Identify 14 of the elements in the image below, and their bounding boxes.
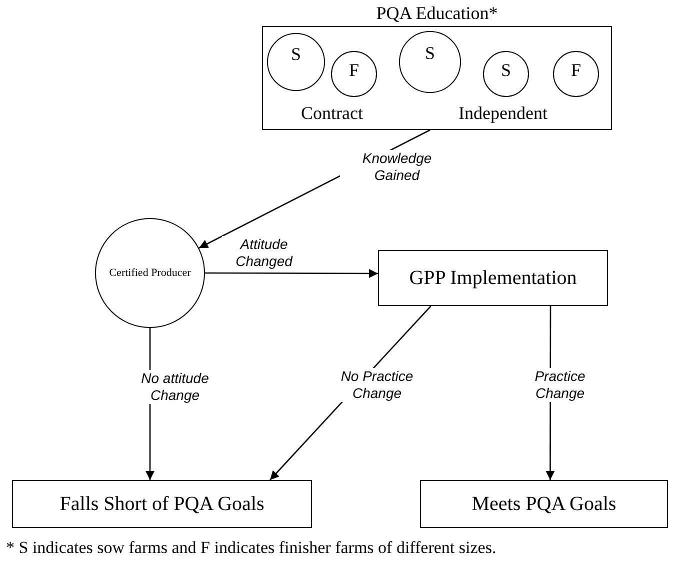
group-label: Contract (300, 103, 364, 124)
circle-node: S (399, 31, 461, 93)
group-label: Independent (458, 103, 548, 124)
arrow (205, 269, 378, 278)
circle-node: S (267, 33, 325, 91)
group-title: PQA Education* (375, 3, 499, 24)
process-box: GPP Implementation (378, 250, 608, 306)
circle-node: S (483, 51, 529, 97)
process-box: Falls Short of PQA Goals (12, 480, 312, 528)
process-box: Meets PQA Goals (420, 480, 668, 528)
caption: * S indicates sow farms and F indicates finisher farms of different sizes. (6, 538, 496, 558)
circle-node: F (331, 51, 377, 97)
circle-node: F (553, 51, 599, 97)
circle-node: Certified Producer (95, 218, 205, 328)
